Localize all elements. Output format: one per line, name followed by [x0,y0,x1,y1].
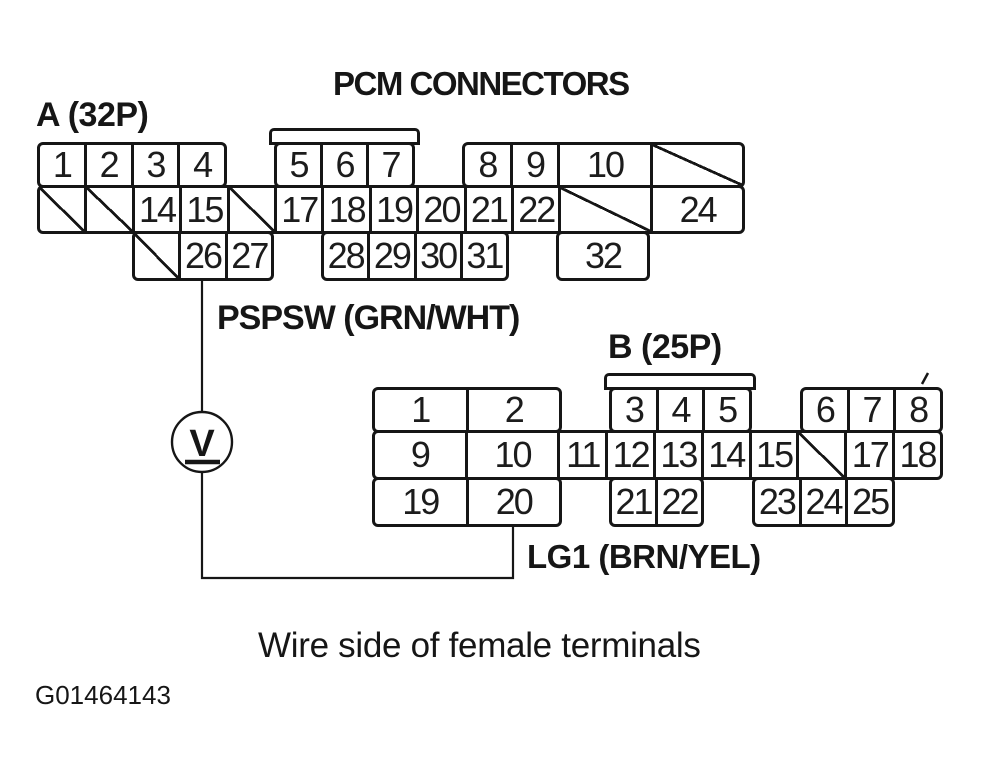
pin-b-5: 5 [702,390,749,430]
pin-a-7: 7 [366,145,412,185]
pin-b-7: 7 [846,390,894,430]
pin-b-25: 25 [845,480,892,524]
pin-a-30: 30 [413,234,460,278]
blanked-pin-cell [226,188,275,231]
pin-b-18: 18 [892,433,940,477]
pin-b-20: 20 [465,480,560,524]
pin-b-8: 8 [893,390,940,430]
pin-b-6: 6 [815,390,836,430]
voltmeter-icon: V [170,410,234,474]
blanked-pin-cell [796,433,845,477]
pin-a-4: 4 [177,145,224,185]
pin-b-3: 3 [624,390,645,430]
pin-a-27: 27 [224,234,271,278]
pin-a-28: 28 [327,235,366,276]
wire-lg1 [200,471,515,580]
pin-b-21: 21 [615,481,653,522]
pin-a-21: 21 [463,188,511,231]
connector-b-label: B (25P) [608,328,722,366]
caption-text: Wire side of female terminals [258,626,701,665]
pin-b-15: 15 [748,433,797,477]
pin-a-17: 17 [274,188,321,231]
blanked-pin-cell [135,234,179,278]
pin-b-17: 17 [844,433,892,477]
pin-a-22: 22 [511,188,558,231]
pin-a-20: 20 [416,188,463,231]
pin-a-32: 32 [584,235,623,276]
pin-b-12: 12 [605,433,653,477]
pin-a-2: 2 [83,145,131,185]
pin-b-13: 13 [653,433,701,477]
pin-b-23: 23 [758,481,797,522]
blanked-pin-cell [40,188,85,231]
pin-a-3: 3 [130,145,178,185]
pin-a-9: 9 [509,145,558,185]
wire-pspsw-label: PSPSW (GRN/WHT) [217,299,520,337]
pin-a-10: 10 [557,145,649,185]
pin-b-4: 4 [655,390,703,430]
pin-a-8: 8 [478,145,498,185]
blanked-pin-cell [84,188,132,231]
connector-a-block: 32 [556,231,650,281]
pin-b-24: 24 [798,480,846,524]
blanked-pin-cell [558,188,651,231]
wire-lg1-label: LG1 (BRN/YEL) [527,538,761,575]
pin-a-24: 24 [650,188,742,231]
pin-b-14: 14 [700,433,749,477]
pin-a-29: 29 [367,234,413,278]
pin-a-26: 26 [178,234,224,278]
pin-a-5: 5 [289,145,309,185]
pin-b-10: 10 [464,433,558,477]
scan-artifact-tick [920,372,930,385]
blanked-pin-cell [649,145,742,185]
connector-a-label: A (32P) [36,96,149,134]
pin-b-19: 19 [402,481,440,522]
pin-b-9: 9 [410,434,431,475]
pin-a-14: 14 [131,188,179,231]
voltmeter-symbol: V [189,423,215,465]
pin-a-31: 31 [459,234,506,278]
pin-b-22: 22 [655,480,701,524]
pin-a-6: 6 [320,145,366,185]
pin-a-19: 19 [368,188,416,231]
voltmeter-circle [170,410,234,474]
pin-b-11: 11 [557,433,605,477]
pin-b-2: 2 [465,390,560,430]
pin-a-18: 18 [321,188,368,231]
figure-id: G01464143 [35,680,171,710]
page-title: PCM CONNECTORS [333,65,630,102]
pin-a-1: 1 [52,145,73,185]
pin-b-1: 1 [411,390,431,430]
pin-a-15: 15 [179,188,226,231]
